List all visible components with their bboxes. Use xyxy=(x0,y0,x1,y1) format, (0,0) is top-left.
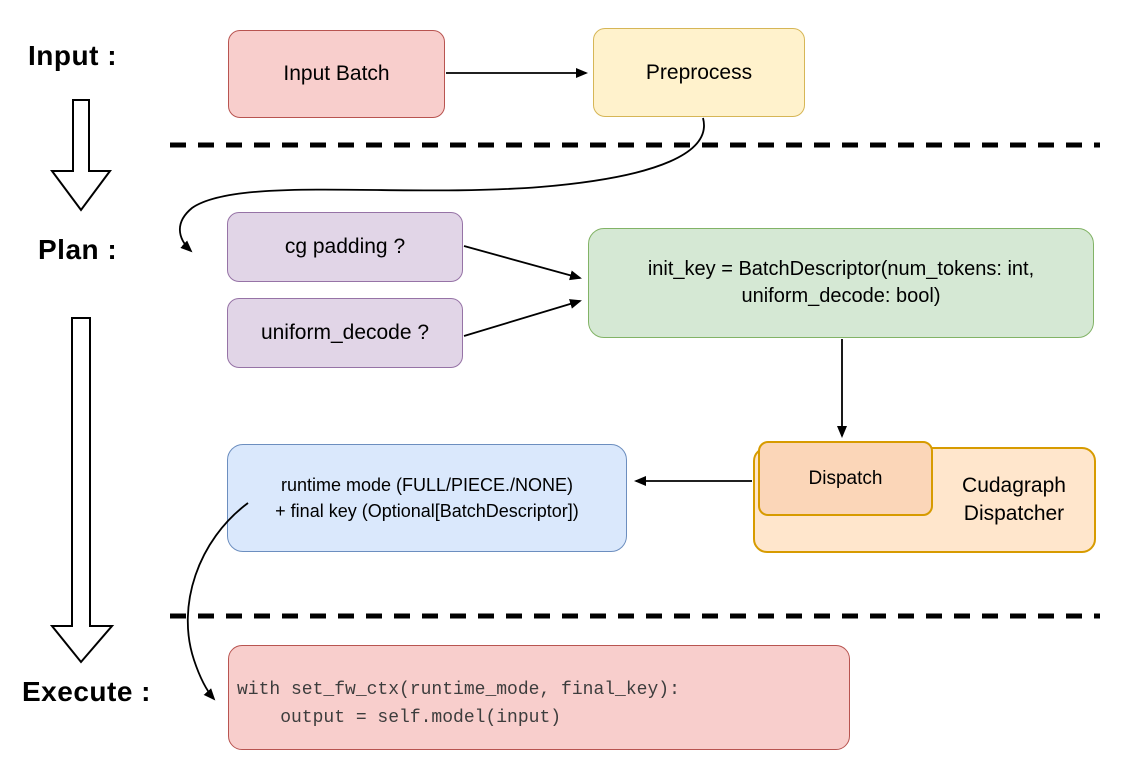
node-uniform-decode: uniform_decode ? xyxy=(227,298,463,368)
node-preprocess: Preprocess xyxy=(593,28,805,117)
node-uniform-decode-label: uniform_decode ? xyxy=(260,321,430,344)
connector-cgpadding-to-initkey xyxy=(463,245,582,281)
cudagraph-dispatcher-line2: Dispatcher xyxy=(963,502,1065,525)
node-init-key-line1: init_key = BatchDescriptor(num_tokens: i… xyxy=(647,258,1035,280)
node-runtime-mode: runtime mode (FULL/PIECE./NONE) + final … xyxy=(227,444,627,552)
stage-label-plan: Plan : xyxy=(38,234,118,265)
stage-arrow-input-to-plan-icon xyxy=(50,99,112,212)
node-init-key-line2: uniform_decode: bool) xyxy=(741,285,941,307)
node-preprocess-label: Preprocess xyxy=(645,60,753,84)
connector-uniformdecode-to-initkey xyxy=(463,299,582,337)
node-dispatch: Dispatch xyxy=(758,441,933,516)
node-runtime-mode-line1: runtime mode (FULL/PIECE./NONE) xyxy=(280,475,574,495)
node-input-batch-label: Input Batch xyxy=(283,62,390,85)
node-dispatch-label: Dispatch xyxy=(808,467,883,489)
execute-code-line1: with set_fw_ctx(runtime_mode, final_key)… xyxy=(237,680,680,700)
node-cg-padding-label: cg padding ? xyxy=(284,235,406,258)
cudagraph-dispatcher-label: Cudagraph Dispatcher xyxy=(933,449,1095,551)
stage-label-execute: Execute : xyxy=(22,676,151,707)
node-input-batch: Input Batch xyxy=(228,30,445,118)
cudagraph-dispatcher-line1: Cudagraph xyxy=(962,474,1066,497)
node-execute-code: with set_fw_ctx(runtime_mode, final_key)… xyxy=(228,645,850,750)
node-init-key: init_key = BatchDescriptor(num_tokens: i… xyxy=(588,228,1094,338)
node-cg-padding: cg padding ? xyxy=(227,212,463,282)
node-runtime-mode-line2: + final key (Optional[BatchDescriptor]) xyxy=(275,501,579,521)
stage-arrow-plan-to-execute-icon xyxy=(49,317,115,664)
stage-label-input: Input : xyxy=(28,40,118,71)
execute-code-line2: output = self.model(input) xyxy=(237,708,562,728)
